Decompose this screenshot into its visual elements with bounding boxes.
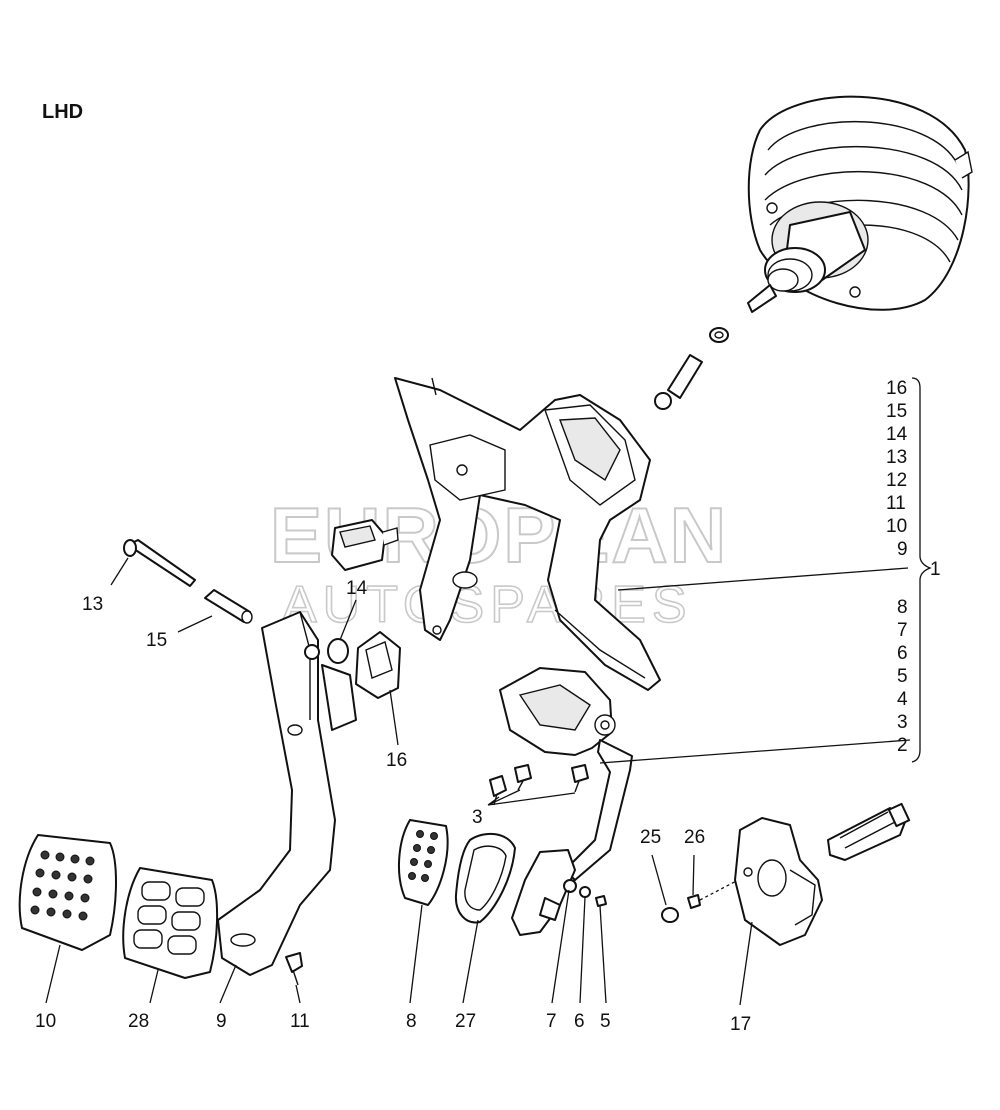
brake-booster — [747, 95, 973, 313]
callout-25: 25 — [640, 827, 661, 848]
callout-6-part: 6 — [574, 1011, 585, 1032]
callout-8-part: 8 — [406, 1011, 417, 1032]
callout-28: 28 — [128, 1011, 149, 1032]
callout-17: 17 — [730, 1014, 751, 1035]
pedal-pad-clutch — [122, 867, 219, 979]
callout-12: 12 — [886, 470, 907, 491]
callout-9-part: 9 — [216, 1011, 227, 1032]
brake-pedal — [217, 611, 357, 976]
pushrod-clevis — [654, 354, 703, 410]
callout-10: 10 — [886, 516, 907, 537]
callout-14-part: 14 — [346, 578, 368, 599]
sensor — [827, 802, 911, 861]
callout-6: 6 — [897, 643, 908, 664]
callout-11-part: 11 — [290, 1011, 310, 1032]
callout-4: 4 — [897, 689, 908, 710]
cover-screw — [687, 877, 743, 909]
svg-text:AUTOSPARES: AUTOSPARES — [282, 576, 693, 634]
callout-16: 16 — [886, 378, 907, 399]
diagram-header: LHD — [42, 101, 83, 123]
pivot-bolt — [123, 539, 196, 587]
footrest-cover — [734, 817, 823, 946]
callout-26: 26 — [684, 827, 705, 848]
callout-13-part: 13 — [82, 594, 103, 615]
callout-10-part: 10 — [35, 1011, 56, 1032]
pivot-sleeve — [204, 589, 253, 624]
callout-9: 9 — [897, 539, 908, 560]
screw — [285, 952, 303, 986]
callout-15-part: 15 — [146, 630, 167, 651]
pedal-pad-brake — [18, 834, 117, 951]
callout-7-part: 7 — [546, 1011, 557, 1032]
pad-studs — [30, 850, 95, 921]
accelerator-pedal-arm — [511, 849, 576, 936]
pedal-box-bracket — [394, 377, 661, 691]
callout-27: 27 — [455, 1011, 476, 1032]
accelerator-pad — [397, 819, 449, 906]
callout-16-part: 16 — [386, 750, 407, 771]
callout-7: 7 — [897, 620, 908, 641]
accelerator-pad-cover — [454, 832, 516, 924]
accelerator-pedal-module — [499, 667, 633, 881]
bushing — [327, 638, 349, 664]
callout-1: 1 — [930, 559, 941, 580]
callout-11: 11 — [886, 493, 906, 514]
nut-washer-screw — [563, 879, 607, 907]
callout-3-part: 3 — [472, 807, 483, 828]
callout-3: 3 — [897, 712, 908, 733]
callout-5: 5 — [897, 666, 908, 687]
pushrod-nut — [709, 327, 729, 343]
callout-8: 8 — [897, 597, 908, 618]
callout-15: 15 — [886, 401, 907, 422]
callout-2: 2 — [897, 735, 908, 756]
leader-lines — [45, 557, 911, 1006]
mounting-bolts — [489, 764, 589, 806]
callout-labels: 16 15 14 13 12 11 10 9 1 8 7 6 5 4 3 2 1… — [35, 378, 941, 1035]
callout-5-part: 5 — [600, 1011, 611, 1032]
assembly-brace — [911, 377, 932, 763]
callout-13: 13 — [886, 447, 907, 468]
bracket-clip — [355, 631, 401, 699]
callout-14: 14 — [886, 424, 908, 445]
brake-light-switch — [331, 519, 399, 571]
plug — [661, 907, 679, 923]
